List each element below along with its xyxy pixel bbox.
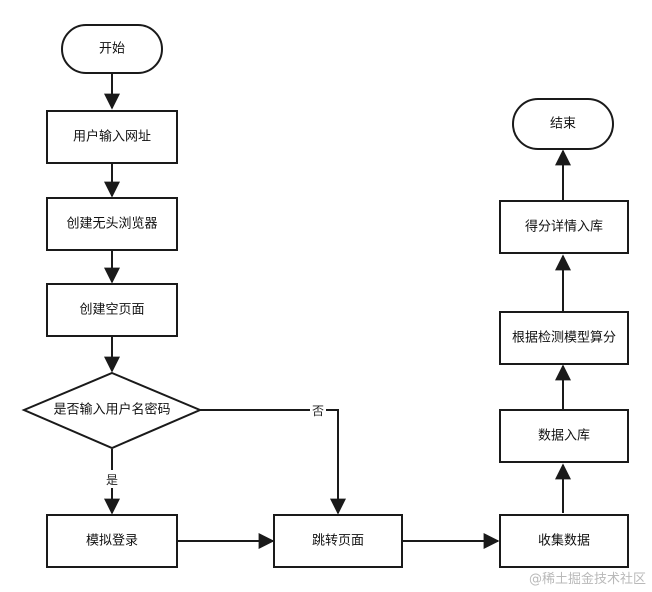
node-end-label: 结束 xyxy=(550,117,576,132)
node-store-score-label: 得分详情入库 xyxy=(525,219,603,235)
node-input-url-shape xyxy=(46,110,178,164)
node-store-data-shape xyxy=(499,409,629,463)
node-jump-page-label: 跳转页面 xyxy=(312,534,364,549)
edge-label-yes: 是 xyxy=(106,473,118,487)
node-decision-shape xyxy=(21,371,203,450)
node-store-data-label: 数据入库 xyxy=(538,428,590,444)
watermark-text: @稀土掘金技术社区 xyxy=(529,571,646,587)
edge-decision-no-to-jump xyxy=(200,409,346,515)
node-create-page-label: 创建空页面 xyxy=(79,303,144,318)
node-compute-score-label: 根据检测模型算分 xyxy=(512,331,616,346)
node-create-page-shape xyxy=(46,283,178,337)
node-create-browser-shape xyxy=(46,197,178,251)
node-end-shape xyxy=(512,98,614,150)
node-compute-score-shape xyxy=(499,311,629,365)
yes-label-bg xyxy=(104,470,120,488)
node-input-url-label: 用户输入网址 xyxy=(73,129,151,145)
node-start-shape xyxy=(61,24,163,74)
node-collect-data-label: 收集数据 xyxy=(538,533,590,549)
node-decision-label: 是否输入用户名密码 xyxy=(53,402,170,418)
node-collect-data-shape xyxy=(499,514,629,568)
no-label-bg xyxy=(310,401,326,419)
node-simulate-login-shape xyxy=(46,514,178,568)
node-jump-page-shape xyxy=(273,514,403,568)
edges xyxy=(104,74,571,549)
edge-label-no: 否 xyxy=(312,404,324,418)
node-store-score-shape xyxy=(499,200,629,254)
node-create-browser-label: 创建无头浏览器 xyxy=(66,216,157,232)
node-simulate-login-label: 模拟登录 xyxy=(86,534,138,549)
node-start-label: 开始 xyxy=(99,42,125,57)
